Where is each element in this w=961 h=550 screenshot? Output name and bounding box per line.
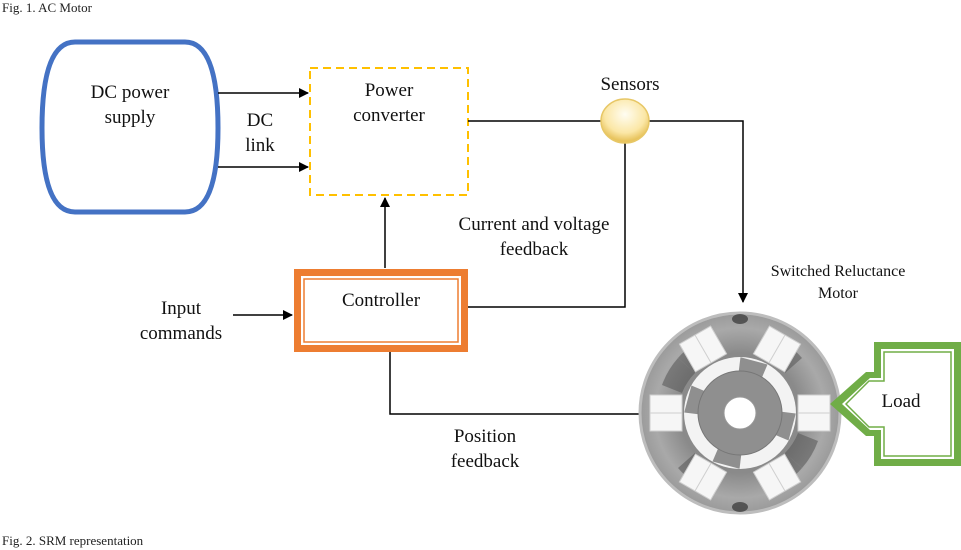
current-voltage-feedback-line2: feedback xyxy=(499,239,569,260)
controller-label: Controller xyxy=(341,290,421,311)
sensors-node xyxy=(600,98,650,144)
input-commands-line1: Input xyxy=(160,298,202,319)
dc-power-supply-line1: DC power xyxy=(90,82,170,103)
dc-link-line1: DC xyxy=(246,110,274,131)
dc-power-supply-line2: supply xyxy=(104,107,156,128)
figure-1-caption: Fig. 1. AC Motor xyxy=(2,0,92,15)
dc-power-supply-label: DC power supply xyxy=(60,80,200,130)
power-converter-block xyxy=(309,67,469,196)
srm-label: Switched Reluctance Motor xyxy=(748,261,928,305)
power-converter-line1: Power xyxy=(364,80,414,101)
srm-line1: Switched Reluctance xyxy=(770,263,906,280)
current-voltage-feedback-line1: Current and voltage xyxy=(458,214,610,235)
current-voltage-feedback-label: Current and voltage feedback xyxy=(430,212,638,262)
srm-line2: Motor xyxy=(818,285,858,302)
dc-link-label: DC link xyxy=(225,108,295,158)
power-converter-line2: converter xyxy=(353,105,425,126)
srm-motor-image xyxy=(638,311,842,515)
controller-block xyxy=(294,269,468,352)
position-feedback-line2: feedback xyxy=(450,451,520,472)
figure-2-caption: Fig. 2. SRM representation xyxy=(2,533,144,548)
input-commands-line2: commands xyxy=(139,323,223,344)
load-block xyxy=(830,342,961,466)
sensor-to-motor-line xyxy=(648,120,748,303)
input-commands-label: Input commands xyxy=(128,296,234,346)
sensors-label: Sensors xyxy=(600,74,660,95)
current-voltage-feedback-line xyxy=(468,136,626,308)
dc-power-supply-block xyxy=(39,39,221,215)
position-feedback-line1: Position xyxy=(453,426,517,447)
load-label: Load xyxy=(881,391,921,412)
position-feedback-line xyxy=(389,352,640,415)
power-converter-label: Power converter xyxy=(310,78,468,128)
dc-link-line2: link xyxy=(245,135,275,156)
position-feedback-label: Position feedback xyxy=(430,424,540,474)
